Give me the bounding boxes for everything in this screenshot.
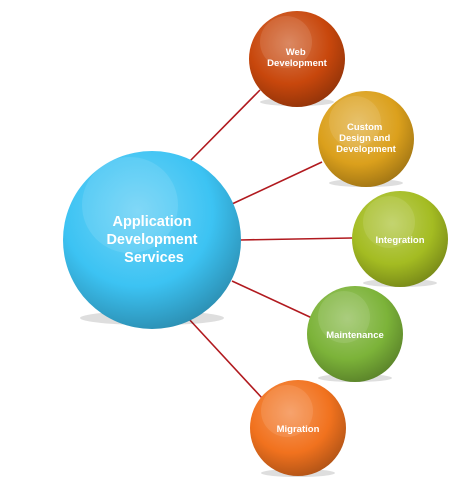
node-maintenance: Maintenance — [307, 286, 403, 382]
node-label-line: Integration — [375, 235, 424, 246]
node-circle — [307, 286, 403, 382]
node-label-line: Maintenance — [326, 330, 384, 341]
connector-web-development — [187, 89, 261, 164]
svg-text:Integration: Integration — [375, 235, 424, 246]
node-label-line: Custom — [347, 122, 382, 133]
node-circle — [250, 380, 346, 476]
node-highlight — [363, 196, 415, 248]
node-highlight — [329, 96, 381, 148]
svg-text:Migration: Migration — [277, 424, 320, 435]
svg-text:Custom Design and: Custom Design and Development — [336, 122, 396, 155]
node-migration: Migration — [250, 380, 346, 477]
node-label-line: Migration — [277, 424, 320, 435]
center-label-line: Application — [113, 214, 192, 230]
center-label-line: Development — [106, 232, 197, 248]
svg-text:Web Development: Web Development — [267, 47, 327, 69]
node-web-development: Web Development — [249, 11, 345, 107]
node-highlight — [261, 385, 313, 437]
node-circle — [318, 91, 414, 187]
center-node: Application Development Services — [63, 151, 241, 329]
node-label-line: Design and — [339, 133, 390, 144]
svg-text:Maintenance: Maintenance — [326, 330, 384, 341]
center-node-circle — [63, 151, 241, 329]
node-highlight — [318, 291, 370, 343]
connector-lines — [187, 89, 353, 399]
node-circle — [249, 11, 345, 107]
connector-migration — [187, 317, 263, 399]
node-label-line: Development — [336, 144, 396, 155]
svg-text:Application Development: Application Development Services — [106, 214, 201, 266]
node-custom-design-and-development: Custom Design and Development — [318, 91, 414, 187]
connector-maintenance — [231, 280, 313, 319]
node-label-line: Development — [267, 58, 327, 69]
node-highlight — [260, 16, 312, 68]
connector-custom-design — [231, 161, 323, 205]
node-label-line: Web — [286, 47, 306, 58]
center-node-highlight — [82, 157, 178, 253]
node-integration: Integration — [352, 191, 448, 287]
connector-integration — [239, 237, 353, 241]
node-circle — [352, 191, 448, 287]
center-label-line: Services — [124, 250, 184, 266]
